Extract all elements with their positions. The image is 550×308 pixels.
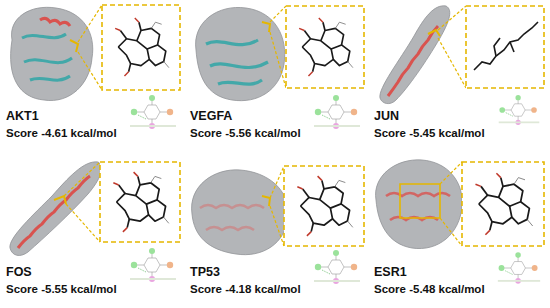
docking-score: Score -5.55 kcal/mol [6, 283, 117, 296]
protein-name: AKT1 [6, 110, 39, 124]
docking-score: Score -5.45 kcal/mol [374, 127, 485, 140]
fos-panel [10, 162, 180, 282]
protein-name: TP53 [190, 266, 220, 280]
jun-panel [380, 6, 544, 125]
docking-score: Score -4.61 kcal/mol [6, 127, 117, 140]
protein-name: ESR1 [374, 266, 407, 280]
protein-name: FOS [6, 266, 32, 280]
docking-score: Score -5.48 kcal/mol [374, 283, 485, 296]
protein-name: VEGFA [190, 110, 232, 124]
protein-name: JUN [374, 110, 399, 124]
docking-score: Score -4.18 kcal/mol [190, 283, 301, 296]
docking-score: Score -5.56 kcal/mol [190, 127, 301, 140]
